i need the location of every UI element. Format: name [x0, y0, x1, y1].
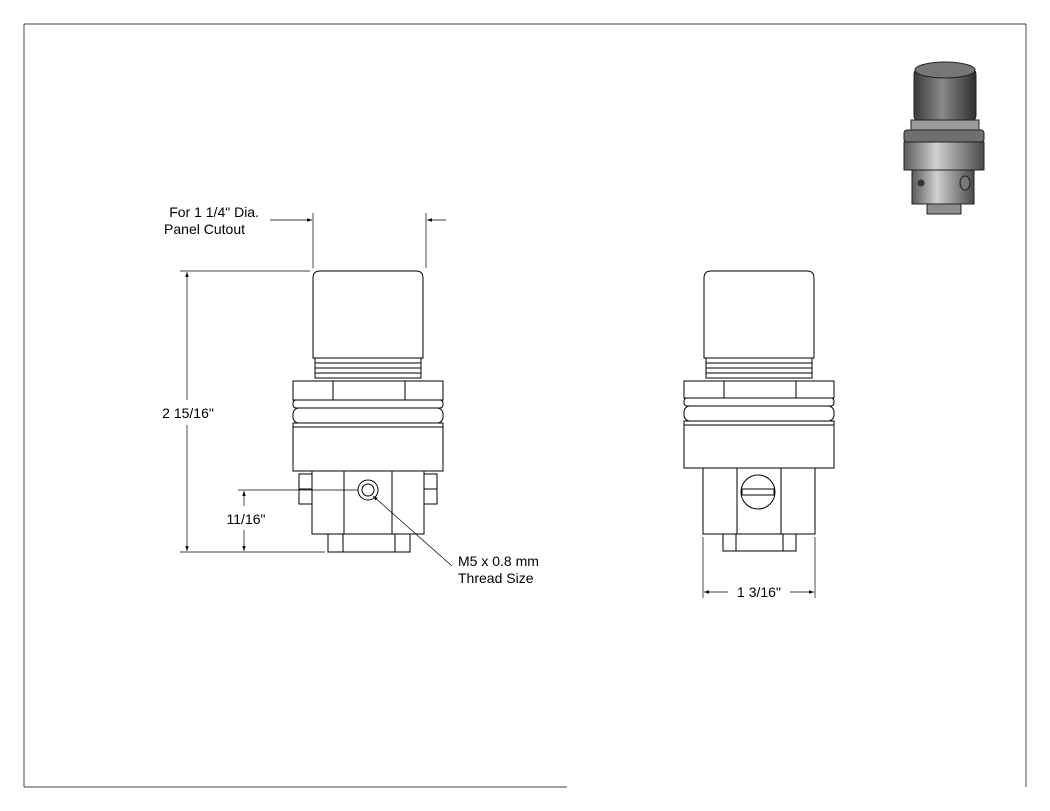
- body-width-label: 1 3/16": [737, 584, 781, 600]
- thread-size-label-line2: Thread Size: [458, 570, 534, 586]
- front-view: [292, 270, 444, 553]
- panel-cutout-label-line2: Panel Cutout: [164, 221, 245, 237]
- overall-height-label: 2 15/16": [162, 405, 214, 421]
- overall-height-dimension: 2 15/16": [162, 270, 325, 553]
- panel-cutout-label-line1: For 1 1/4" Dia.: [169, 204, 259, 220]
- port-height-dimension: 11/16": [227, 489, 358, 551]
- side-view: [683, 270, 835, 552]
- panel-cutout-dimension: For 1 1/4" Dia. Panel Cutout: [164, 204, 446, 268]
- thread-size-callout: M5 x 0.8 mm Thread Size: [372, 495, 539, 586]
- sheet-border: [23, 23, 1027, 788]
- thread-size-label-line1: M5 x 0.8 mm: [458, 553, 539, 569]
- port-height-label: 11/16": [227, 511, 266, 527]
- product-render-thumbnail: [903, 61, 985, 215]
- body-width-dimension: 1 3/16": [702, 537, 816, 600]
